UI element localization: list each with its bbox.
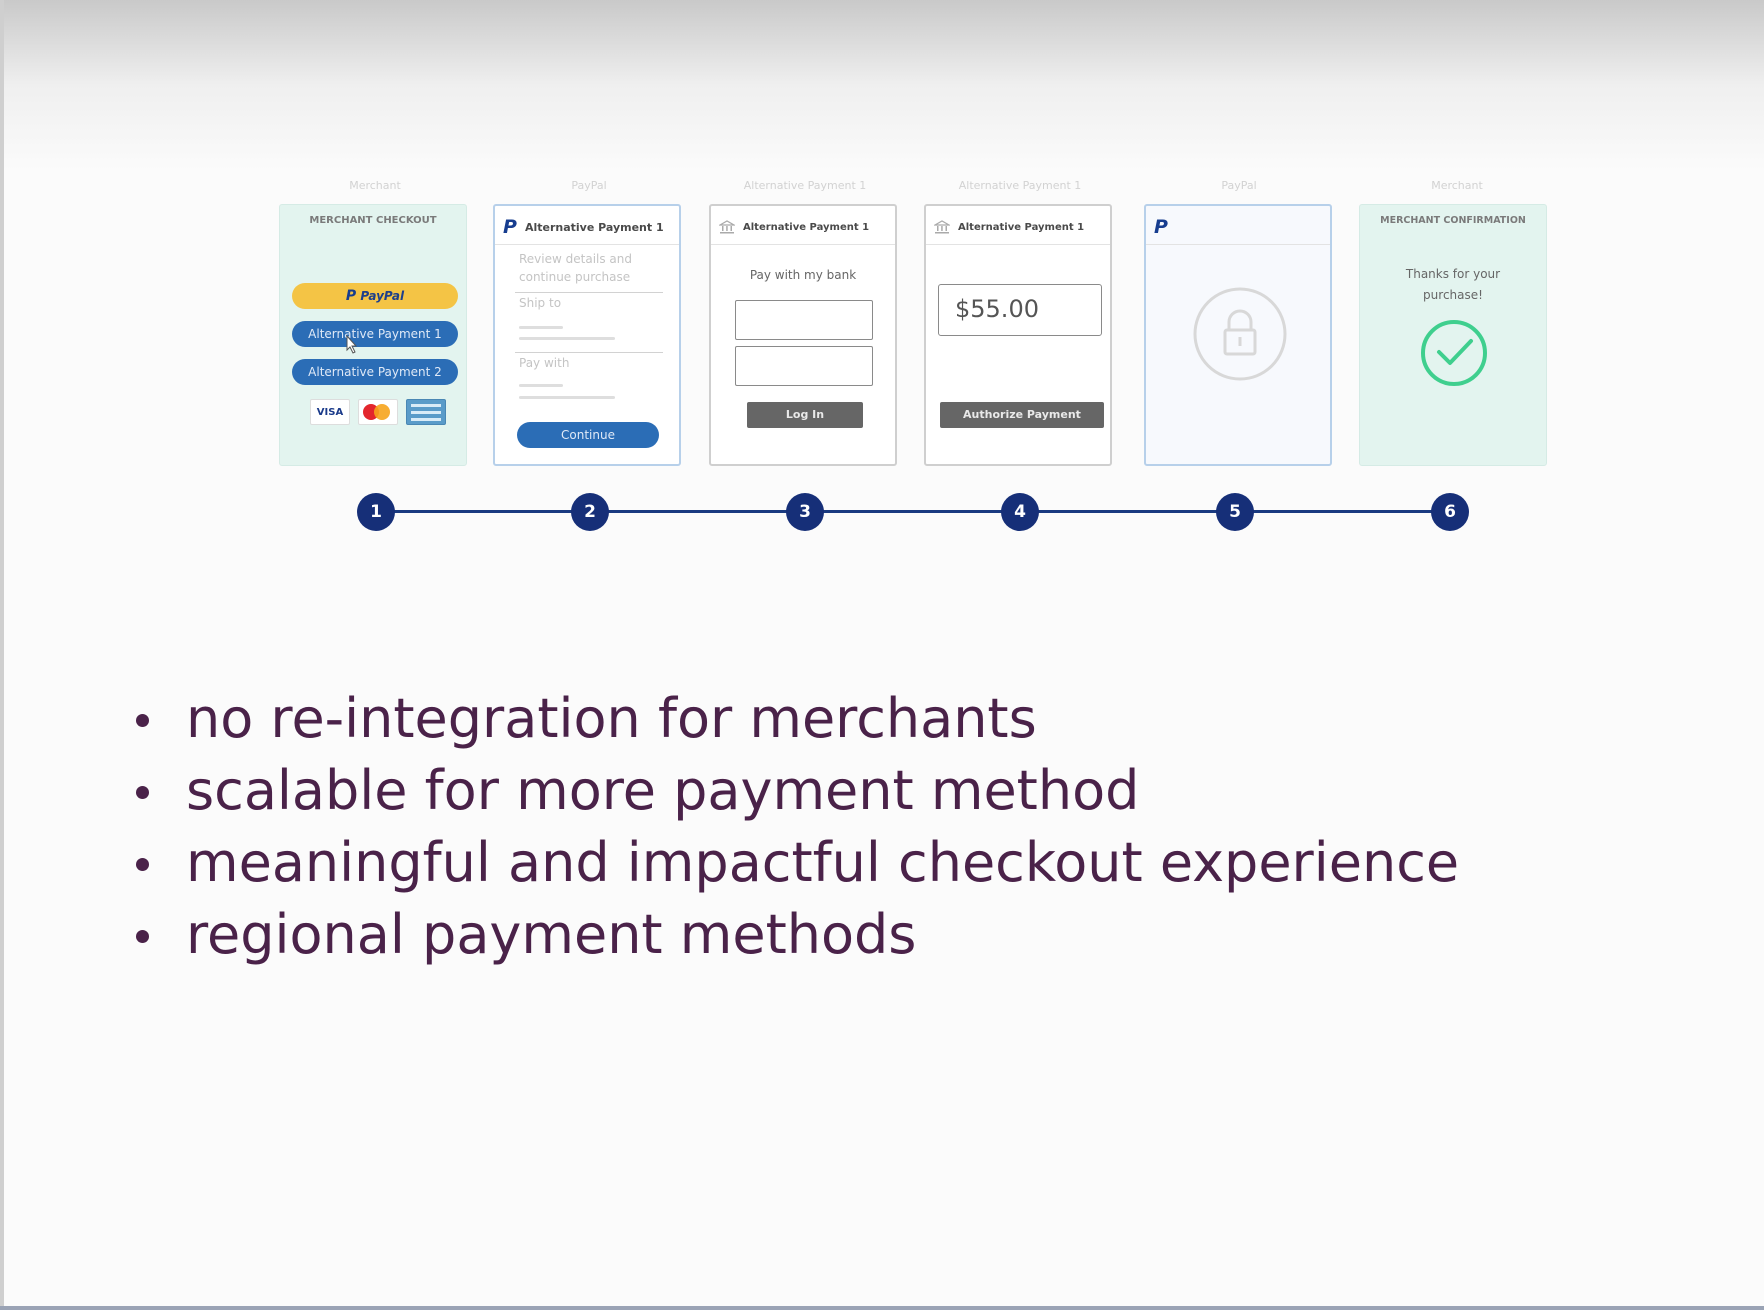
authorize-title: Alternative Payment 1 [958, 221, 1085, 233]
merchant-confirmation-title: MERCHANT CONFIRMATION [1380, 215, 1526, 226]
ship-to-label: Ship to [519, 296, 562, 310]
benefit-text: scalable for more payment method [186, 759, 1140, 822]
bank-login-card: Alternative Payment 1 Pay with my bank L… [709, 204, 897, 466]
benefit-item: regional payment methods [132, 899, 1459, 971]
placeholder-line [519, 396, 615, 399]
step-4-caption: Alternative Payment 1 [958, 179, 1082, 192]
divider [515, 352, 663, 353]
bullet-dot-icon [136, 858, 149, 871]
header-divider [711, 244, 895, 245]
visa-logo-icon: VISA [310, 399, 350, 425]
alternative-payment-2-button[interactable]: Alternative Payment 2 [292, 359, 458, 385]
alternative-payment-1-button[interactable]: Alternative Payment 1 [292, 321, 458, 347]
benefit-text: meaningful and impactful checkout experi… [186, 831, 1460, 894]
header-divider [495, 244, 679, 245]
placeholder-line [519, 384, 563, 387]
bullet-dot-icon [136, 930, 149, 943]
authorize-header: Alternative Payment 1 [934, 216, 1106, 238]
paypal-logo-icon: P [503, 216, 517, 238]
thanks-text-line-1: Thanks for your [1405, 267, 1501, 281]
placeholder-line [519, 337, 615, 340]
pay-with-label: Pay with [519, 356, 570, 370]
merchant-confirmation-card: MERCHANT CONFIRMATION Thanks for your pu… [1359, 204, 1547, 466]
bank-login-title: Alternative Payment 1 [743, 221, 870, 233]
merchant-checkout-title: MERCHANT CHECKOUT [309, 215, 437, 226]
authorize-payment-button[interactable]: Authorize Payment [940, 402, 1104, 428]
slide-left-edge [0, 0, 4, 1310]
benefit-text: regional payment methods [186, 903, 917, 966]
step-6-caption: Merchant [1431, 179, 1483, 192]
bullet-dot-icon [136, 786, 149, 799]
review-text-line-2: continue purchase [519, 270, 631, 284]
lock-icon [1193, 287, 1287, 381]
authorize-payment-card: Alternative Payment 1 $55.00 Authorize P… [924, 204, 1112, 466]
payment-amount: $55.00 [938, 284, 1102, 336]
paypal-review-title: Alternative Payment 1 [524, 220, 664, 234]
step-6-marker: 6 [1431, 493, 1469, 531]
step-1-caption: Merchant [349, 179, 401, 192]
benefit-item: scalable for more payment method [132, 755, 1459, 827]
bank-login-header: Alternative Payment 1 [719, 216, 891, 238]
bank-username-field[interactable] [735, 300, 873, 340]
step-2-caption: PayPal [571, 179, 607, 192]
paypal-review-card: P Alternative Payment 1 Review details a… [493, 204, 681, 466]
bank-icon [719, 220, 735, 234]
bank-icon [934, 220, 950, 234]
header-divider [926, 244, 1110, 245]
benefit-item: no re-integration for merchants [132, 683, 1459, 755]
step-5-marker: 5 [1216, 493, 1254, 531]
paypal-logo-icon: P [345, 288, 357, 304]
divider [515, 292, 663, 293]
merchant-checkout-card: MERCHANT CHECKOUT P PayPal Alternative P… [279, 204, 467, 466]
payment-flow-diagram: Merchant PayPal Alternative Payment 1 Al… [0, 0, 1764, 560]
log-in-button[interactable]: Log In [747, 402, 863, 428]
slide-top-shade [0, 0, 1764, 170]
step-1-marker: 1 [357, 493, 395, 531]
bank-password-field[interactable] [735, 346, 873, 386]
step-2-marker: 2 [571, 493, 609, 531]
timeline-line [375, 510, 1451, 513]
benefit-text: no re-integration for merchants [186, 687, 1037, 750]
header-divider [1146, 244, 1330, 245]
paypal-review-header: P Alternative Payment 1 [503, 216, 675, 238]
paypal-button[interactable]: P PayPal [292, 283, 458, 309]
check-circle-icon [1421, 320, 1487, 386]
paypal-processing-card: P [1144, 204, 1332, 466]
bullet-dot-icon [136, 714, 149, 727]
paypal-processing-header: P [1154, 216, 1326, 238]
step-4-marker: 4 [1001, 493, 1039, 531]
pay-with-bank-text: Pay with my bank [749, 268, 857, 282]
continue-button[interactable]: Continue [517, 422, 659, 448]
card-logos: VISA [310, 399, 446, 425]
benefit-item: meaningful and impactful checkout experi… [132, 827, 1459, 899]
step-3-caption: Alternative Payment 1 [743, 179, 867, 192]
mouse-pointer-icon [346, 335, 358, 354]
slide-bottom-edge [0, 1306, 1764, 1310]
placeholder-line [519, 326, 563, 329]
step-5-caption: PayPal [1221, 179, 1257, 192]
amex-logo-icon [406, 399, 446, 425]
paypal-button-label: PayPal [360, 289, 405, 303]
paypal-logo-icon: P [1154, 216, 1168, 238]
benefits-list: no re-integration for merchants scalable… [132, 683, 1459, 971]
review-text-line-1: Review details and [519, 252, 632, 266]
mastercard-logo-icon [358, 399, 398, 425]
step-3-marker: 3 [786, 493, 824, 531]
thanks-text-line-2: purchase! [1423, 288, 1483, 302]
